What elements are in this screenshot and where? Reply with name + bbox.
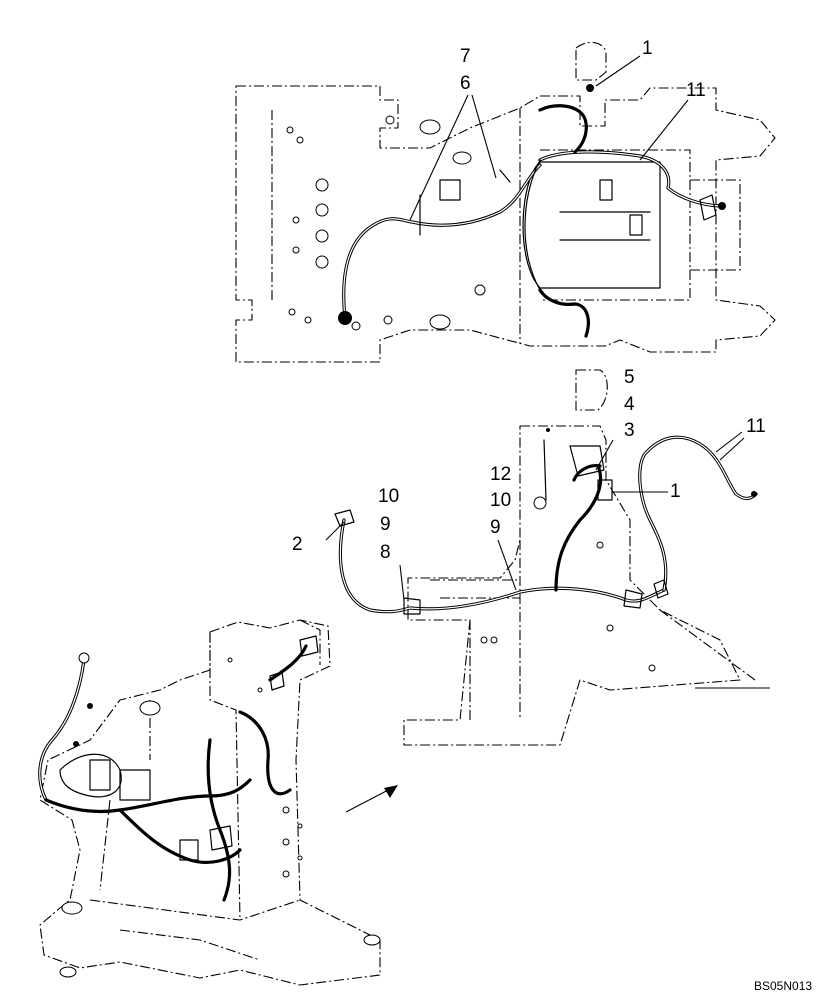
callout-9-right: 9 xyxy=(490,517,501,538)
callout-9-left: 9 xyxy=(380,514,391,535)
leader-lines xyxy=(325,55,770,689)
callout-1-mid: 1 xyxy=(670,481,681,502)
top-view-frame xyxy=(235,41,776,411)
callout-8: 8 xyxy=(380,542,391,563)
callout-1-top: 1 xyxy=(642,38,653,59)
callout-4: 4 xyxy=(624,394,635,415)
callout-6-top: 6 xyxy=(460,73,471,94)
callout-11-mid: 11 xyxy=(746,416,766,437)
callout-2: 2 xyxy=(292,534,303,555)
direction-arrow xyxy=(345,785,398,813)
middle-view-harness xyxy=(334,428,758,615)
callout-10-right: 10 xyxy=(490,490,511,511)
callout-10-left: 10 xyxy=(378,486,399,507)
callout-labels: 7 6 1 11 5 4 3 11 12 10 1 10 9 9 2 8 xyxy=(292,38,766,563)
callout-5: 5 xyxy=(624,367,635,388)
isometric-view-frame xyxy=(39,619,381,986)
callout-11-top: 11 xyxy=(686,80,706,101)
callout-7-top: 7 xyxy=(460,46,471,67)
callout-3: 3 xyxy=(624,420,635,441)
middle-view-frame xyxy=(403,425,756,746)
callout-12: 12 xyxy=(490,464,511,485)
drawing-code: BS05N013 xyxy=(754,979,812,993)
top-view-harness xyxy=(338,84,726,338)
isometric-view-harness xyxy=(38,635,319,902)
